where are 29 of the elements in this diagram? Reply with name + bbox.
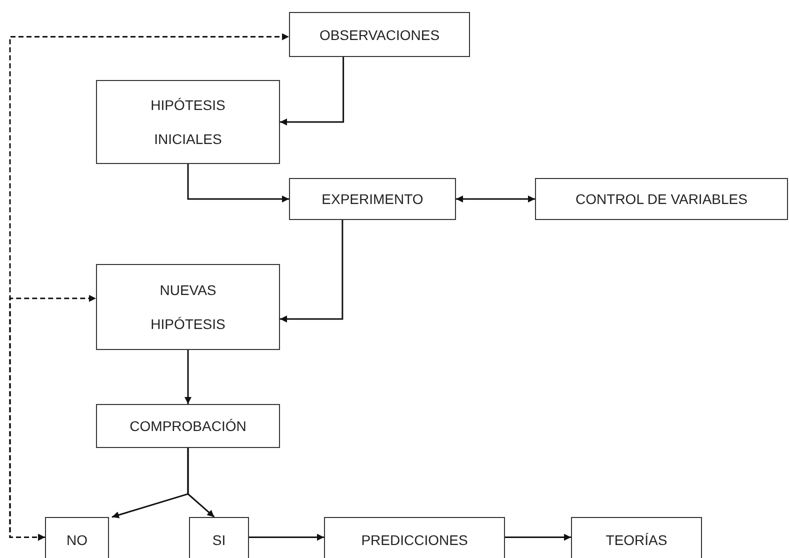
process-box: [571, 517, 702, 558]
arrow: [249, 534, 324, 541]
box-label: COMPROBACIÓN: [130, 417, 246, 436]
process-box: [324, 517, 505, 558]
process-box: [535, 178, 788, 220]
box-label: OBSERVACIONES: [319, 26, 440, 44]
arrow: [280, 220, 344, 323]
process-box: [289, 12, 470, 57]
process-box: [45, 517, 109, 558]
arrow: [280, 57, 344, 126]
arrow: [9, 294, 96, 541]
box-label: CONTROL DE VARIABLES: [576, 190, 748, 209]
process-box: [96, 264, 280, 350]
arrow: [187, 164, 289, 202]
box-label: HIPÓTESIS INICIALES: [150, 96, 226, 149]
box-label: NO: [66, 530, 88, 550]
box-label: SI: [212, 530, 226, 550]
box-label: PREDICCIONES: [361, 530, 468, 550]
process-box: [96, 404, 280, 448]
process-box: [189, 517, 249, 558]
arrow: [505, 534, 571, 541]
box-label: NUEVAS HIPÓTESIS: [150, 281, 226, 334]
arrow: [184, 350, 192, 404]
box-label: EXPERIMENTO: [322, 190, 424, 209]
arrow: [456, 196, 535, 202]
process-box: [96, 80, 280, 164]
arrow: [187, 448, 215, 518]
box-label: TEORÍAS: [606, 530, 668, 550]
process-box: [289, 178, 456, 220]
